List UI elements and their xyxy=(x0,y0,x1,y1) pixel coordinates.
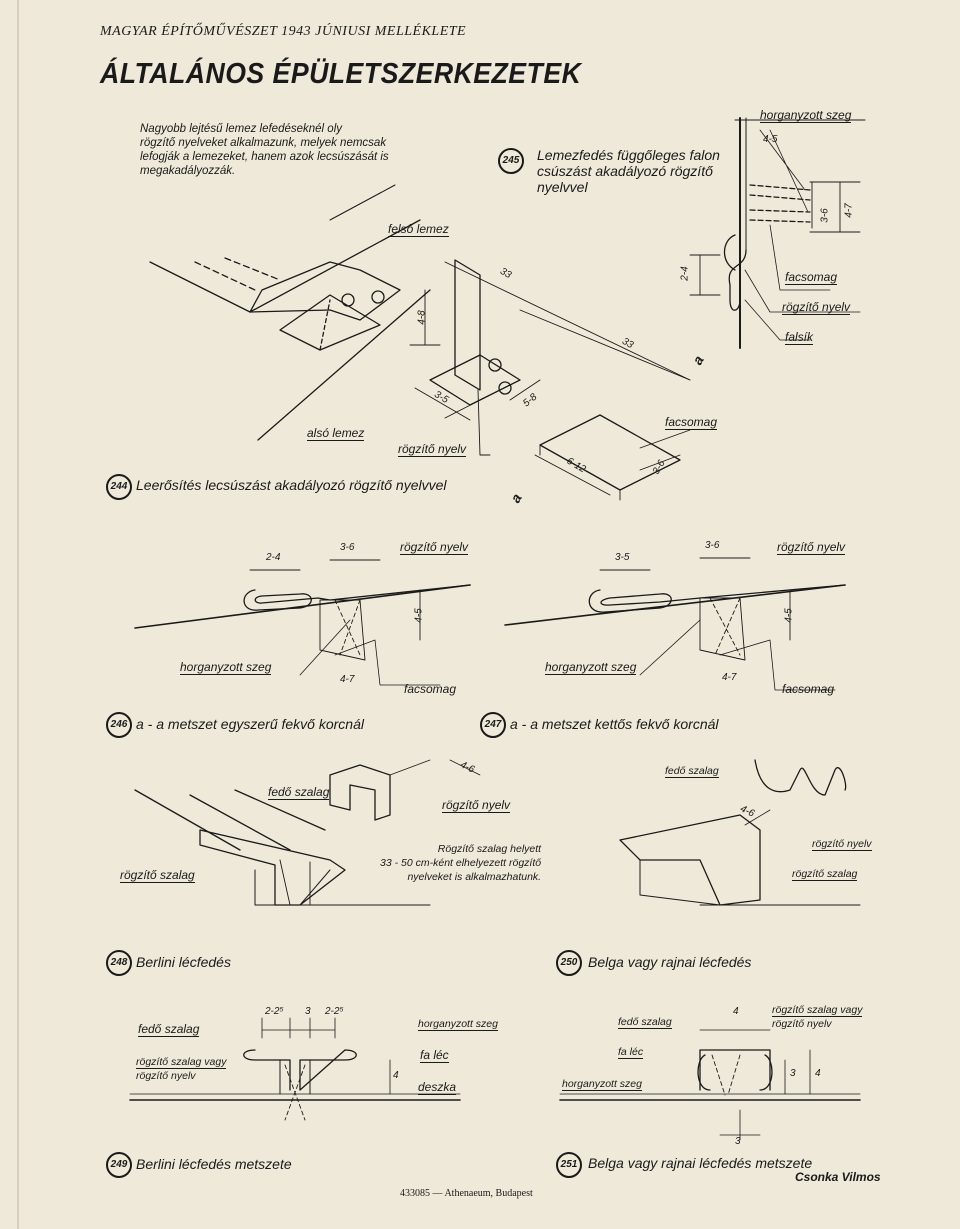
fig246-label-facsomag: facsomag xyxy=(404,682,457,696)
fig248-number: 248 xyxy=(106,950,132,976)
fig244-drawing xyxy=(149,184,691,501)
fig245-label-horganyzott-szeg: horganyzott szeg xyxy=(760,108,852,123)
page-title: ÁLTALÁNOS ÉPÜLETSZERKEZETEK xyxy=(100,58,582,90)
fig251-dim: 3 xyxy=(735,1136,741,1147)
fig251-label-rogzito-nyelv: rögzítő nyelv xyxy=(772,1018,832,1030)
fig251-label-horganyzott-szeg: horganyzott szeg xyxy=(562,1078,642,1091)
fig244-dim: 4-8 xyxy=(416,310,428,325)
fig245-dim: 2-4 xyxy=(679,266,691,281)
fig248-note: Rögzítő szalag helyett 33 - 50 cm-ként e… xyxy=(380,842,541,884)
fig249-caption: Berlini lécfedés metszete xyxy=(136,1156,292,1172)
fig246-dim: 3-6 xyxy=(340,542,355,553)
fig249-label-fedo-szalag: fedő szalag xyxy=(138,1022,200,1037)
fig245-drawing xyxy=(689,117,866,349)
fig246-dim: 4-7 xyxy=(340,674,355,685)
intro-note-line: lefogják a lemezeket, hanem azok lecsúsz… xyxy=(140,151,389,163)
fig245-dim: 4-7 xyxy=(843,203,855,218)
fig249-dim: 4 xyxy=(393,1070,399,1081)
fig249-label-horganyzott-szeg: horganyzott szeg xyxy=(418,1018,498,1031)
fig245-label-rogzito-nyelv: rögzítő nyelv xyxy=(782,300,851,315)
fig251-number: 251 xyxy=(556,1152,582,1178)
fig245-caption-line: csúszást akadályozó rögzítő xyxy=(537,163,713,179)
fig251-dim: 4 xyxy=(815,1068,821,1079)
fig248-drawing xyxy=(134,759,481,906)
fig247-dim: 3-6 xyxy=(705,540,720,551)
fig245-label-facsomag: facsomag xyxy=(785,270,838,285)
fig246-dim: 2-4 xyxy=(266,552,281,563)
fig245-dim: 3-6 xyxy=(819,208,831,223)
fig248-label-rogzito-szalag: rögzítő szalag xyxy=(120,868,195,883)
fig250-label-rogzito-szalag: rögzítő szalag xyxy=(792,868,858,881)
fig244-label-rogzito-nyelv: rögzítő nyelv xyxy=(398,442,467,457)
fig249-number: 249 xyxy=(106,1152,132,1178)
fig248-note-line: nyelveket is alkalmazhatunk. xyxy=(407,871,542,883)
fig246-number: 246 xyxy=(106,712,132,738)
fig249-dim: 2-2⁵ xyxy=(325,1006,344,1017)
author-signature: Csonka Vilmos xyxy=(795,1170,881,1184)
fig251-label-rogzito-szalag-vagy: rögzítő szalag vagy xyxy=(772,1004,863,1017)
fig248-label-rogzito-nyelv: rögzítő nyelv xyxy=(442,798,511,813)
fig247-label-facsomag: facsomag xyxy=(782,682,835,696)
fig244-label-felso-lemez: felső lemez xyxy=(388,222,449,237)
fig248-caption: Berlini lécfedés xyxy=(136,954,231,970)
intro-note-line: megakadályozzák. xyxy=(140,165,236,177)
fig245-caption-line: nyelvvel xyxy=(537,179,588,195)
fig247-drawing xyxy=(504,557,846,691)
fig249-label-rogzito-szalag-vagy: rögzítő szalag vagy xyxy=(136,1056,227,1069)
fig247-caption: a - a metszet kettős fekvő korcnál xyxy=(510,716,719,732)
fig244-caption: Leerősítés lecsúszást akadályozó rögzítő… xyxy=(136,477,447,493)
fig247-label-rogzito-nyelv: rögzítő nyelv xyxy=(777,540,846,555)
fig247-dim: 3-5 xyxy=(615,552,630,563)
fig246-caption: a - a metszet egyszerű fekvő korcnál xyxy=(136,716,364,732)
fig245-number: 245 xyxy=(498,148,524,174)
fig249-drawing xyxy=(129,1017,461,1121)
fig251-drawing xyxy=(559,1029,861,1141)
fig251-dim: 4 xyxy=(733,1006,739,1017)
fig250-caption: Belga vagy rajnai lécfedés xyxy=(588,954,752,970)
fig245-caption: Lemezfedés függőleges falon csúszást aka… xyxy=(537,147,720,195)
fig245-label-falsik: falsík xyxy=(785,330,814,345)
fig251-label-fedo-szalag: fedő szalag xyxy=(618,1016,672,1029)
fig249-label-fa-lec: fa léc xyxy=(420,1048,449,1063)
intro-note-line: Nagyobb lejtésű lemez lefedéseknél oly xyxy=(140,123,343,135)
fig251-caption: Belga vagy rajnai lécfedés metszete xyxy=(588,1155,813,1171)
fig247-label-horganyzott-szeg: horganyzott szeg xyxy=(545,660,637,675)
printer-footer: 433085 — Athenaeum, Budapest xyxy=(400,1188,533,1199)
fig244-label-facsomag: facsomag xyxy=(665,415,718,430)
fig250-number: 250 xyxy=(556,950,582,976)
fig248-note-line: Rögzítő szalag helyett xyxy=(437,843,542,855)
intro-note-line: rögzítő nyelveket alkalmazunk, melyek ne… xyxy=(140,137,387,149)
fig245-caption-line: Lemezfedés függőleges falon xyxy=(537,147,720,163)
fig244-number: 244 xyxy=(106,474,132,500)
fig250-label-rogzito-nyelv: rögzítő nyelv xyxy=(812,838,872,851)
intro-note: Nagyobb lejtésű lemez lefedéseknél oly r… xyxy=(140,122,389,178)
fig246-label-horganyzott-szeg: horganyzott szeg xyxy=(180,660,272,675)
fig251-dim: 3 xyxy=(790,1068,796,1079)
running-title: MAGYAR ÉPÍTŐMŰVÉSZET 1943 JÚNIUSI MELLÉK… xyxy=(100,24,467,39)
fig245-dim: 4-5 xyxy=(763,134,778,145)
fig246-drawing xyxy=(134,559,471,686)
fig250-drawing xyxy=(619,759,861,906)
fig250-label-fedo-szalag: fedő szalag xyxy=(665,765,719,778)
fig249-label-deszka: deszka xyxy=(418,1080,457,1095)
fig249-label-rogzito-nyelv: rögzítő nyelv xyxy=(136,1070,196,1082)
fig251-label-fa-lec: fa léc xyxy=(618,1046,644,1059)
fig249-dim: 2-2⁵ xyxy=(265,1006,284,1017)
fig247-dim: 4-5 xyxy=(783,608,795,623)
fig246-label-rogzito-nyelv: rögzítő nyelv xyxy=(400,540,469,555)
fig246-dim: 4-5 xyxy=(413,608,425,623)
fig247-dim: 4-7 xyxy=(722,672,737,683)
fig248-label-fedo-szalag: fedő szalag xyxy=(268,785,330,800)
fig244-label-also-lemez: alsó lemez xyxy=(307,426,365,441)
fig249-dim: 3 xyxy=(305,1006,311,1017)
fig247-number: 247 xyxy=(480,712,506,738)
fig248-note-line: 33 - 50 cm-ként elhelyezett rögzítő xyxy=(380,857,542,869)
